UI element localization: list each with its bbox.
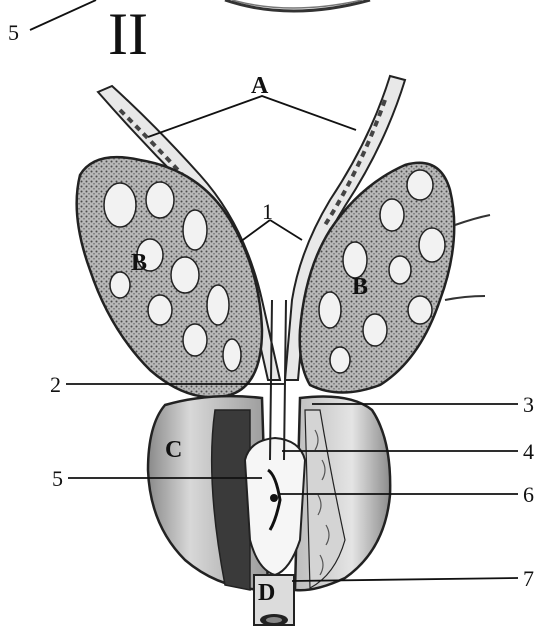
- label-C: C: [165, 438, 182, 462]
- corner-leader-line: [30, 0, 96, 30]
- left-seminal-vesicle: [77, 157, 262, 397]
- label-1: 1: [262, 201, 273, 223]
- label-5: 5: [52, 468, 63, 490]
- label-B-left: B: [131, 251, 147, 275]
- label-D: D: [258, 581, 275, 605]
- right-seminal-vesicle: [300, 163, 490, 393]
- label-4: 4: [523, 441, 534, 463]
- label-2: 2: [50, 374, 61, 396]
- label-6: 6: [523, 484, 534, 506]
- label-7: 7: [523, 568, 534, 590]
- label-A: A: [251, 74, 268, 98]
- top-arc-fragment: [225, 0, 370, 11]
- label-B-right: B: [352, 275, 368, 299]
- label-3: 3: [523, 394, 534, 416]
- panel-numeral: II: [108, 4, 148, 64]
- corner-label-5: 5: [8, 22, 19, 44]
